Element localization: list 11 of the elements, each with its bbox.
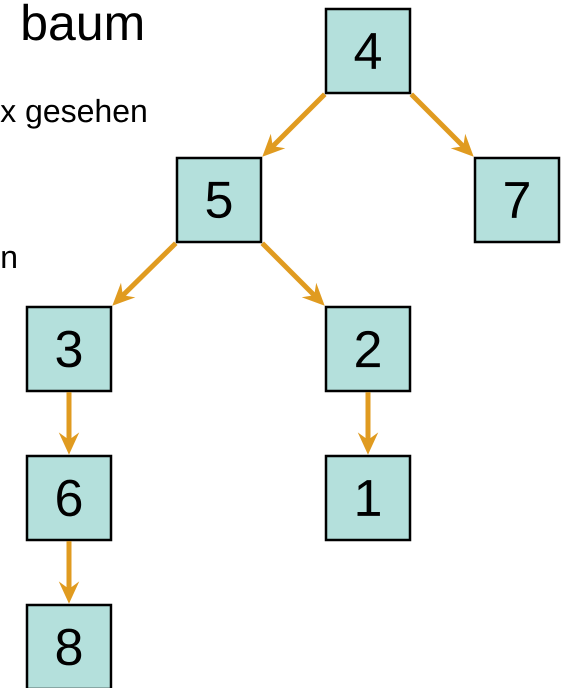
number-box: 7 — [474, 156, 560, 244]
number-box: 2 — [324, 306, 412, 392]
number-box: 1 — [324, 454, 412, 542]
number-box: 3 — [26, 306, 112, 392]
text-label: n — [2, 250, 16, 268]
number-box: 8 — [26, 604, 112, 688]
number-box: 4 — [324, 8, 412, 94]
number-box: 6 — [26, 454, 112, 542]
title: baum — [23, 4, 142, 40]
text-label: x gesehen — [0, 98, 146, 129]
number-box: 5 — [176, 156, 262, 244]
